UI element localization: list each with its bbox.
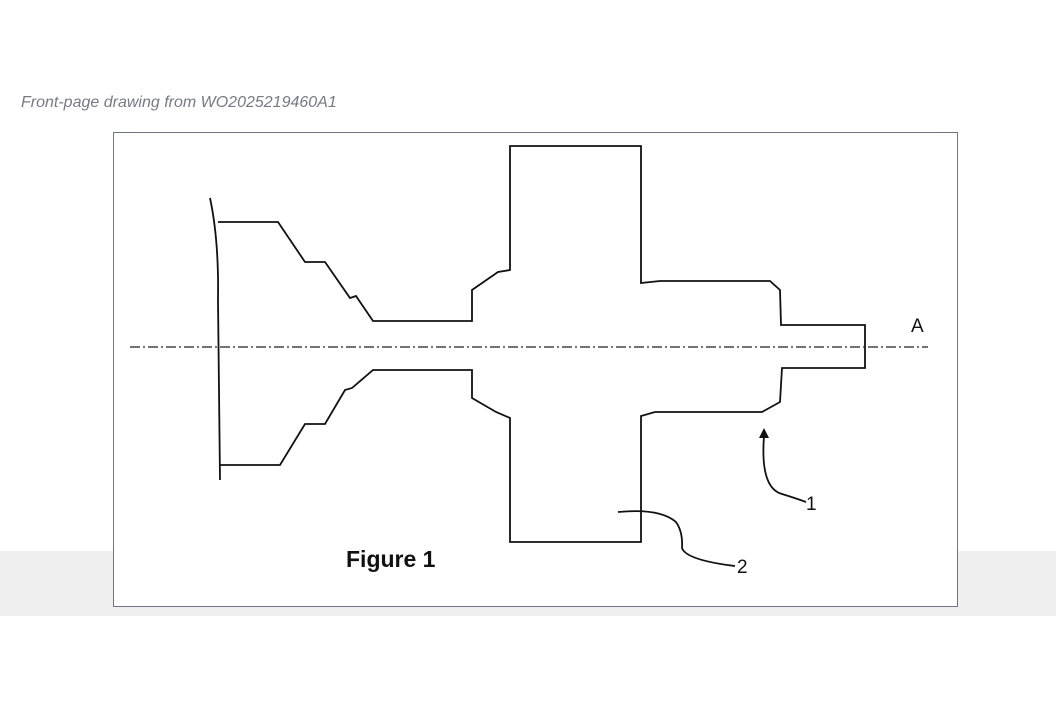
arrowhead-icon bbox=[759, 428, 769, 438]
patent-drawing-frame bbox=[113, 132, 958, 607]
reference-numeral-2: 2 bbox=[737, 557, 748, 578]
figure-caption: Front-page drawing from WO2025219460A1 bbox=[21, 94, 337, 111]
axis-label: A bbox=[911, 316, 924, 337]
figure-title: Figure 1 bbox=[346, 546, 436, 572]
left-break-line bbox=[209, 197, 221, 481]
leader-line-2 bbox=[617, 510, 736, 567]
leader-line-1 bbox=[762, 435, 807, 503]
reference-numeral-1: 1 bbox=[806, 494, 817, 515]
